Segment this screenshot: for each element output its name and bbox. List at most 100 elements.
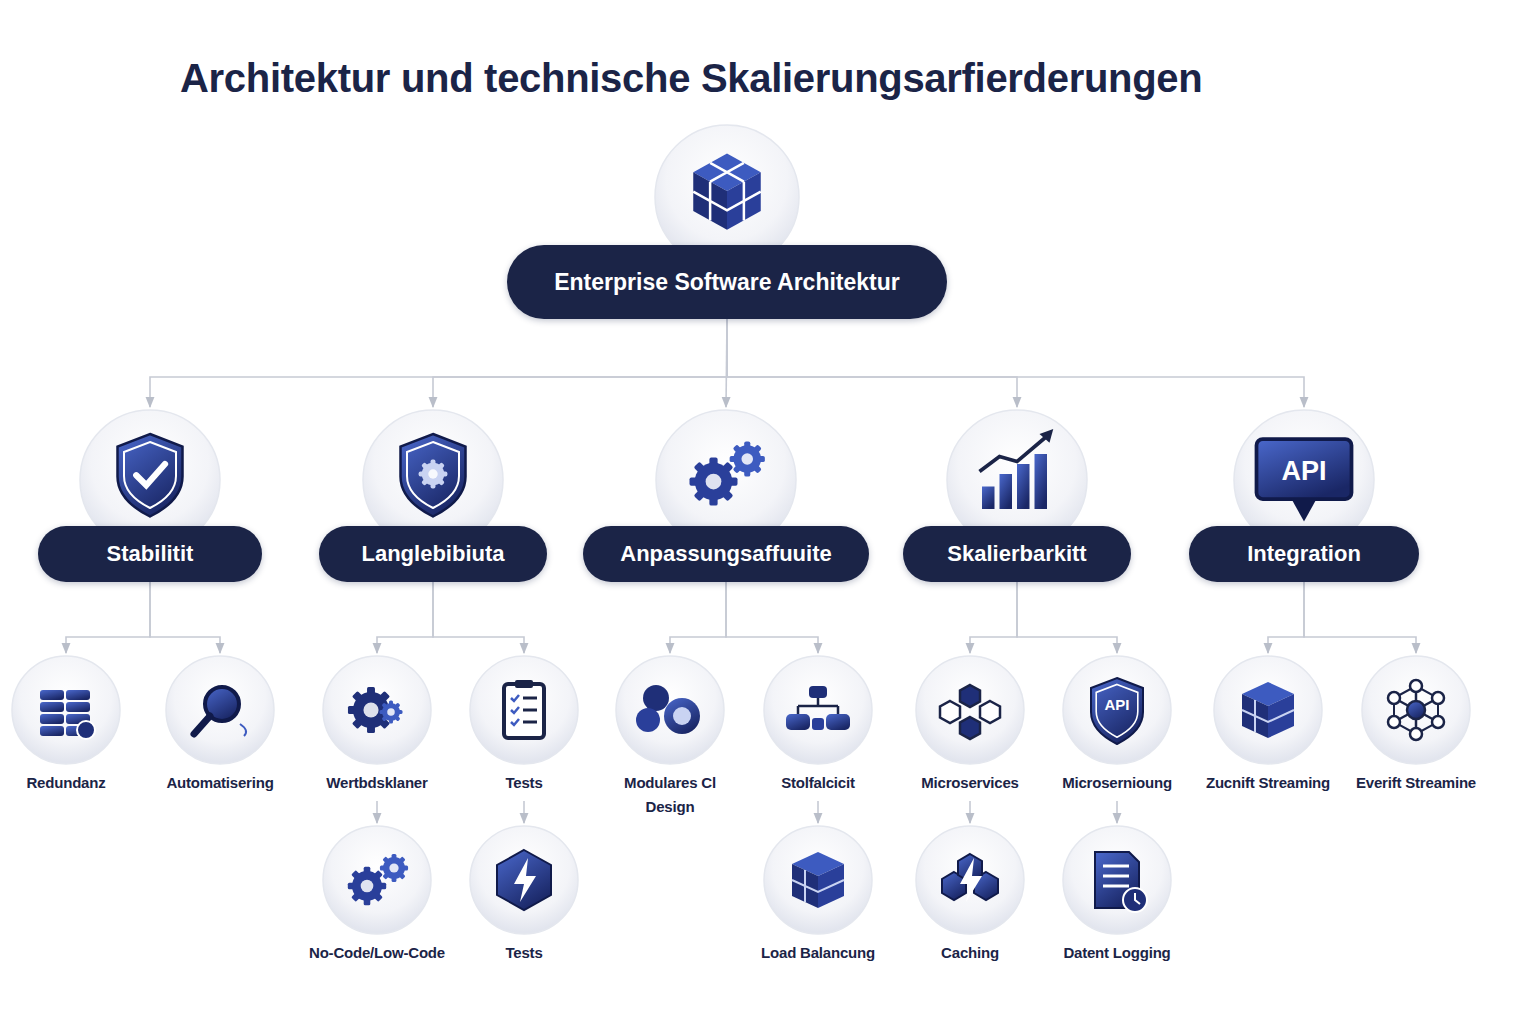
connector-line [433,319,727,407]
icon-symbol [40,690,95,739]
icon-bubble [307,654,447,766]
icon-node: Microservices [900,654,1040,795]
node-text: Modulares Cl Design [600,771,740,819]
node-label-box: Datent Logging [1047,941,1187,965]
icon-symbol [1388,680,1444,740]
connector-line [377,582,433,653]
node-label-box: Zucnift Streaming [1198,771,1338,795]
connector-line [523,801,525,823]
icon-bubble [4,654,128,766]
connector-line [1017,582,1117,653]
category-node: Anpassungsaffuuite [583,408,869,582]
node-label-box: No-Code/Low-Code [302,941,452,965]
icon-node: Microsernioung [1047,654,1187,795]
node-text: No-Code/Low-Code [302,941,452,965]
icon-symbol [1095,852,1147,912]
icon-circle [1063,656,1171,764]
icon-circle [616,656,724,764]
icon-circle [916,826,1024,934]
node-label-box: Modulares Cl Design [600,771,740,819]
node-text: Wertbdsklaner [307,771,447,795]
icon-symbol [118,434,183,517]
connector-line [433,582,524,653]
node-text: Load Balancung [748,941,888,965]
icon-bubble [454,824,594,936]
icon-bubble [454,654,594,766]
node-text: Datent Logging [1047,941,1187,965]
icon-circle [916,656,1024,764]
node-label-box: Tests [454,771,594,795]
node-text: Microservices [900,771,1040,795]
icon-circle [323,826,431,934]
node-label-box: Wertbdsklaner [307,771,447,795]
node-text: Everift Streamine [1346,771,1486,795]
node-label-box: Redundanz [4,771,128,795]
icon-circle [1362,656,1470,764]
connector-line [969,801,971,823]
node-text: Stabilitit [107,541,194,567]
connector-line [376,801,378,823]
connector-line [150,319,727,407]
icon-bubble [900,654,1040,766]
icon-node: Modulares Cl Design [600,654,740,819]
icon-circle [166,656,274,764]
icon-bubble [748,654,888,766]
icon-circle [470,656,578,764]
connector-line [670,582,726,653]
icon-circle [323,656,431,764]
icon-text: API [1104,696,1129,713]
icon-bubble [1047,824,1187,936]
connector-line [1116,801,1118,823]
connector-line [727,319,1304,407]
connector-line [150,582,220,653]
node-text: Enterprise Software Architektur [554,269,900,296]
icon-circle [1063,826,1171,934]
category-node: Skalierbarkitt [903,408,1131,582]
connector-line [1268,582,1304,653]
pill-box: Integration [1189,526,1419,582]
icon-symbol [786,686,850,730]
icon-symbol [940,685,1000,739]
node-text: Anpassungsaffuuite [620,541,831,567]
icon-node: Redundanz [4,654,128,795]
node-label-box: Caching [900,941,1040,965]
connector-line [726,582,818,653]
category-node: Integration [1189,408,1419,582]
icon-node: Datent Logging [1047,824,1187,965]
icon-node: Automatisering [150,654,290,795]
connector-line [1304,582,1416,653]
icon-symbol [348,854,408,905]
node-text: Zucnift Streaming [1198,771,1338,795]
node-label-box: Stolfalcicit [748,771,888,795]
category-node: Langlebibiuta [319,408,547,582]
icon-node: Everift Streamine [1346,654,1486,795]
icon-symbol [504,680,544,738]
icon-circle [764,826,872,934]
icon-bubble [150,654,290,766]
icon-node: Stolfalcicit [748,654,888,795]
node-text: Skalierbarkitt [947,541,1086,567]
node-label-box: Automatisering [150,771,290,795]
category-node: Stabilitit [38,408,262,582]
icon-symbol [693,154,761,230]
pill-box: Anpassungsaffuuite [583,526,869,582]
icon-node: No-Code/Low-Code [302,824,452,965]
icon-symbol [942,854,998,902]
icon-circle [764,656,872,764]
pill-box: Stabilitit [38,526,262,582]
icon-node: Caching [900,824,1040,965]
node-text: Caching [900,941,1040,965]
icon-symbol [194,687,246,736]
icon-bubble [1346,654,1486,766]
icon-symbol [348,687,403,733]
pill-box: Skalierbarkitt [903,526,1131,582]
icon-bubble [900,824,1040,936]
node-text: Stolfalcicit [748,771,888,795]
icon-text: API [1281,456,1326,487]
icon-symbol [1091,678,1143,744]
icon-circle [1214,656,1322,764]
icon-symbol [401,434,466,517]
icon-node: Wertbdsklaner [307,654,447,795]
icon-symbol [1242,682,1294,738]
